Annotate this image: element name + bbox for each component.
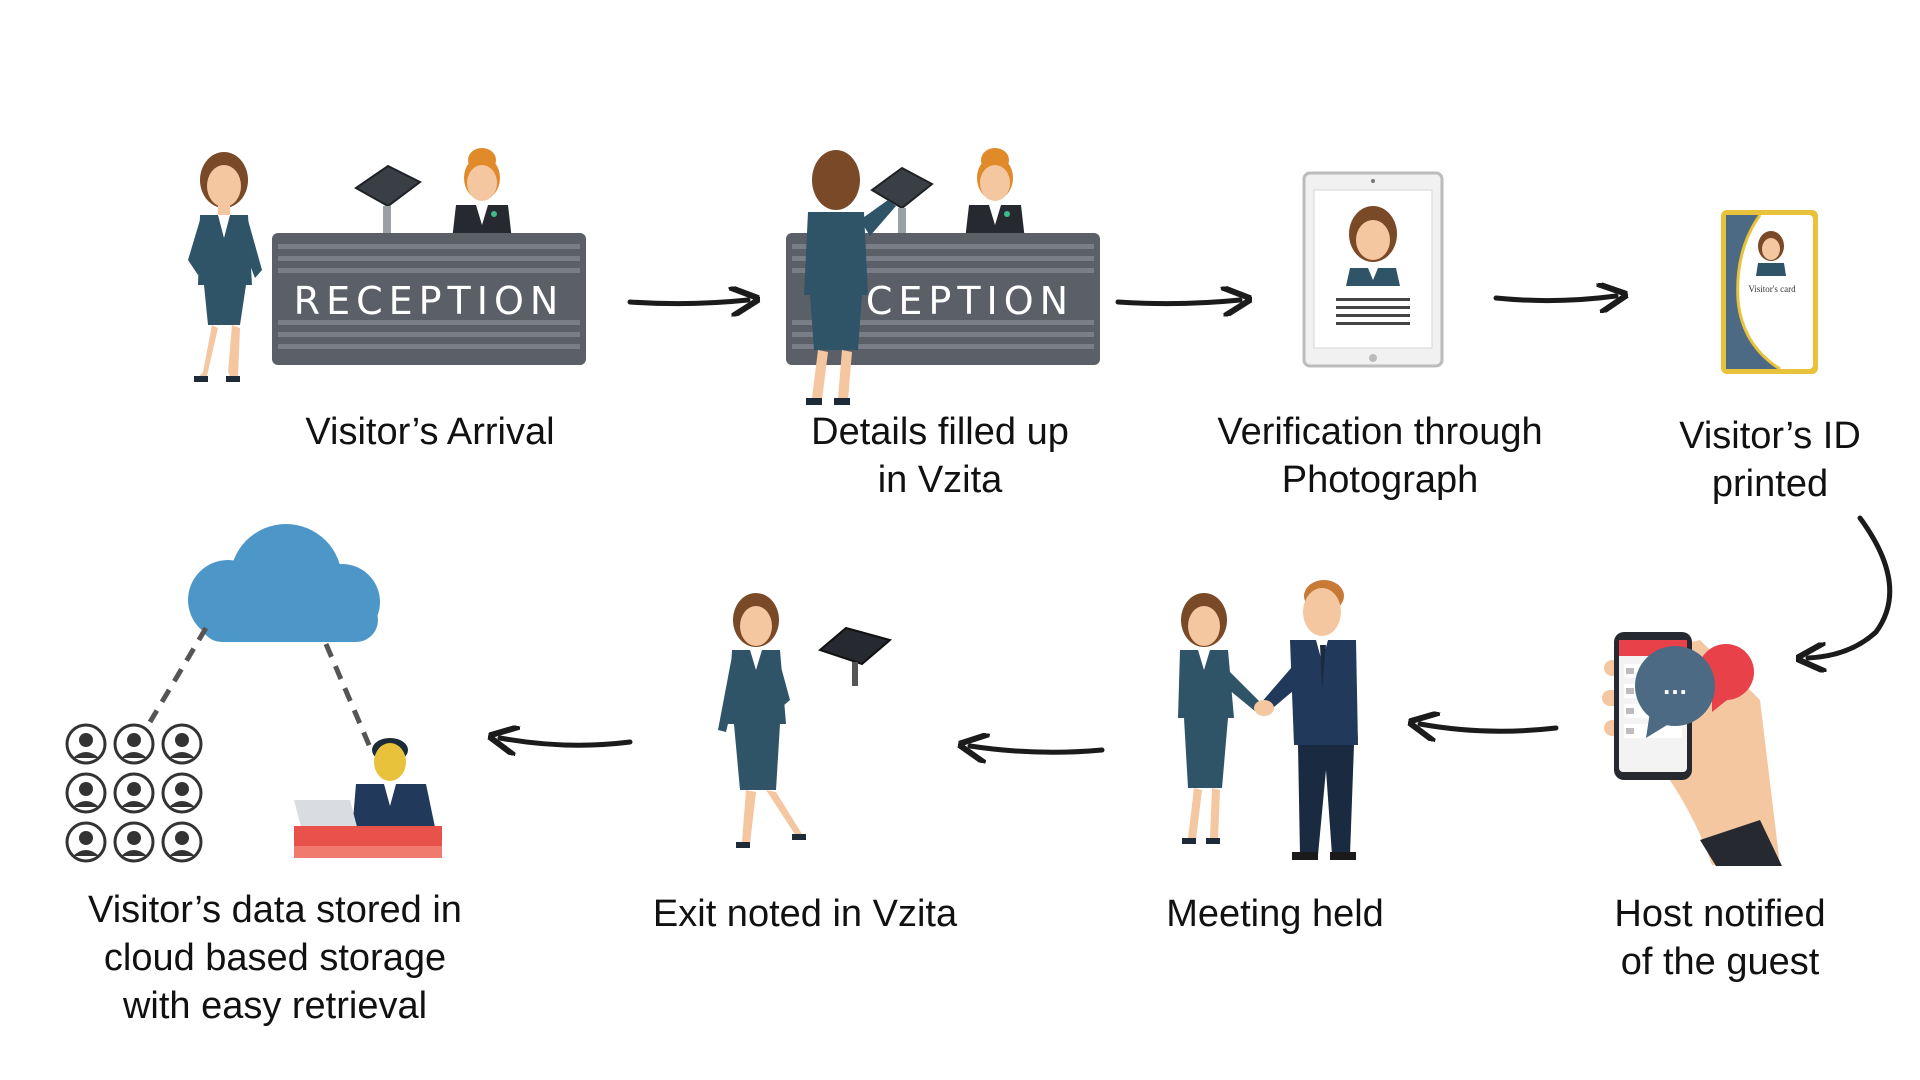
cloud-link-line <box>323 643 375 753</box>
avatar-icon <box>161 821 203 863</box>
flow-arrows <box>500 296 1893 752</box>
step-label-details: Details filled up in Vzita <box>780 408 1100 504</box>
arrow-details-to-verification <box>1115 300 1240 304</box>
step-label-line: Host notified <box>1614 893 1826 935</box>
avatar-icon <box>113 772 155 814</box>
kiosk-tablet-icon <box>870 166 934 234</box>
id-photo-avatar <box>1756 231 1786 276</box>
receptionist-figure <box>452 148 512 240</box>
step-label-line: in Vzita <box>877 459 1003 501</box>
visitor-avatars-grid <box>65 723 203 863</box>
chat-bubble-icon: … <box>1635 644 1754 738</box>
visitor-woman-figure <box>188 152 262 382</box>
receptionist-figure <box>965 148 1025 240</box>
cloud-icon <box>188 524 380 642</box>
step-label-line: printed <box>1711 463 1829 505</box>
id-card-illustration: Visitor's card <box>1721 210 1818 374</box>
avatar-icon <box>161 772 203 814</box>
exit-illustration <box>718 593 893 848</box>
arrow-meeting-to-exit <box>970 746 1105 752</box>
document-lines <box>1336 298 1410 325</box>
step-label-meeting: Meeting held <box>1110 890 1440 938</box>
step-label-line: Photograph <box>1281 459 1479 501</box>
visitor-woman-figure <box>1178 593 1262 844</box>
avatar-icon <box>113 821 155 863</box>
cloud-link-line <box>147 626 209 724</box>
step-label-host-notified: Host notified of the guest <box>1570 890 1870 986</box>
arrow-id-to-host <box>1808 515 1893 658</box>
step-label-verification: Verification through Photograph <box>1190 408 1570 504</box>
step-label-arrival: Visitor’s Arrival <box>250 408 610 456</box>
step-label-line: Visitor’s data stored in <box>88 889 462 931</box>
step-label-exit: Exit noted in Vzita <box>610 890 1000 938</box>
avatar-icon <box>161 723 203 765</box>
reception-sign: ECEPTION <box>836 279 1074 323</box>
verification-illustration <box>1302 171 1444 368</box>
woman-photo-avatar <box>1346 206 1400 286</box>
step-label-line: Details filled up <box>811 411 1069 453</box>
avatar-icon <box>65 772 107 814</box>
step-label-line: Verification through <box>1217 411 1543 453</box>
step-label-line: Visitor’s Arrival <box>305 411 555 453</box>
handshake-icon <box>1254 700 1274 716</box>
details-illustration: ECEPTION <box>786 148 1100 405</box>
step-label-line: Exit noted in Vzita <box>652 893 958 935</box>
avatar-icon <box>65 821 107 863</box>
step-label-line: with easy retrieval <box>122 985 428 1027</box>
step-label-line: of the guest <box>1620 941 1820 983</box>
visitor-woman-figure <box>718 593 806 848</box>
arrow-exit-to-stored <box>500 738 633 745</box>
id-card-caption: Visitor's card <box>1748 284 1796 294</box>
avatar-icon <box>113 723 155 765</box>
chat-bubble-dots: … <box>1662 670 1688 700</box>
visitor-woman-back-figure <box>804 150 896 405</box>
step-label-line: Meeting held <box>1166 893 1384 935</box>
arrival-illustration: RECEPTION <box>188 148 586 382</box>
arrow-host-to-meeting <box>1420 724 1559 731</box>
reception-sign: RECEPTION <box>294 279 565 323</box>
host-notified-illustration: … <box>1602 632 1782 866</box>
step-label-line: Visitor’s ID <box>1679 415 1861 457</box>
step-label-id-printed: Visitor’s ID printed <box>1640 412 1900 508</box>
arrow-verification-to-id <box>1493 296 1616 301</box>
arrow-arrival-to-details <box>627 300 748 304</box>
reception-desk: RECEPTION <box>272 233 586 365</box>
cloud-storage-illustration <box>65 524 442 863</box>
step-label-stored: Visitor’s data stored in cloud based sto… <box>50 886 500 1030</box>
kiosk-tablet-icon <box>354 164 422 234</box>
meeting-illustration <box>1178 580 1358 860</box>
host-man-figure <box>1260 580 1358 860</box>
avatar-icon <box>65 723 107 765</box>
operator-at-desk-icon <box>294 738 442 858</box>
step-label-line: cloud based storage <box>103 937 447 979</box>
kiosk-tablet-icon <box>817 626 893 686</box>
